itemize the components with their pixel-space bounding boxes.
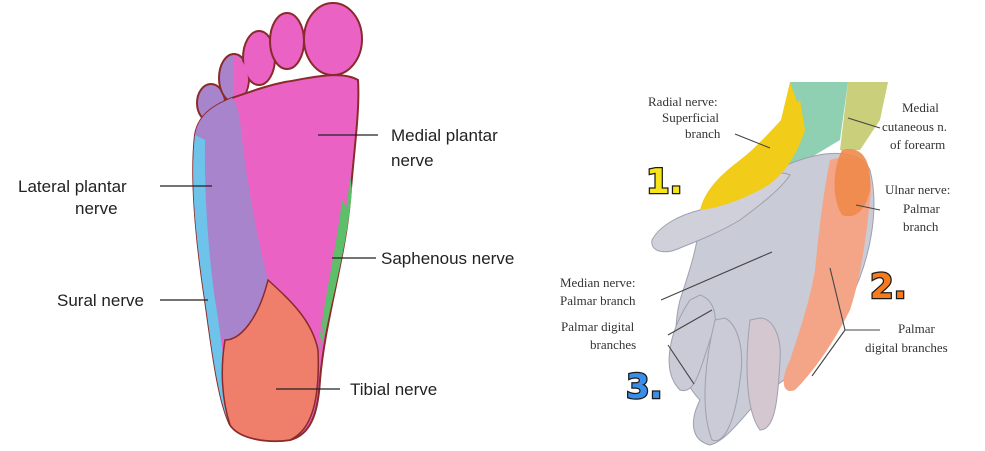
saphenous-label: Saphenous nerve [381,249,514,268]
lateral-plantar-label-2: nerve [75,199,118,218]
ulnar-palmar-region [834,149,871,217]
palmar-digital-right-leader-2 [829,267,846,331]
radial-label-3: branch [685,126,721,141]
ring-finger [746,317,781,431]
number-two: 2. [870,267,907,307]
medial-cutaneous-label-2: cutaneous n. [882,119,947,134]
middle-finger [704,317,743,442]
toe-4-medial-half [234,55,248,102]
palmar-digital-left-leader-2 [667,344,695,385]
ulnar-label-2: Palmar [903,201,940,216]
medial-plantar-label-2: nerve [391,151,434,170]
palmar-digital-left-leader-1 [667,309,713,336]
radial-leader [734,133,771,149]
forearm-medial-cutaneous [840,82,888,150]
ulnar-palmar-leader [855,204,881,211]
medial-plantar-label: Medial plantar [391,126,498,145]
radial-label-1: Radial nerve: [648,94,718,109]
saphenous-region [320,175,352,350]
ulnar-label-1: Ulnar nerve: [885,182,950,197]
number-three: 3. [626,367,663,407]
palmar-digital-right-label-2: digital branches [865,340,948,355]
foot-diagram: Medial plantar nerve Lateral plantar ner… [18,2,514,443]
median-label-1: Median nerve: [560,275,635,290]
big-toe [303,2,363,76]
toe-2 [269,12,305,70]
sural-region [193,135,236,425]
hand-diagram: Radial nerve: Superficial branch Medial … [560,82,950,446]
toe-4-lateral-half [220,55,234,102]
sural-label: Sural nerve [57,291,144,310]
median-label-2: Palmar branch [560,293,636,308]
number-one: 1. [646,162,683,202]
median-leader [660,251,773,301]
palmar-digital-right-leader-3 [811,329,846,377]
ulnar-label-3: branch [903,219,939,234]
tibial-region [221,278,320,442]
tibial-label: Tibial nerve [350,380,437,399]
lateral-plantar-label: Lateral plantar [18,177,127,196]
radial-superficial-region [700,100,805,210]
radial-label-2: Superficial [662,110,719,125]
palmar-digital-left-label-2: branches [590,337,636,352]
palmar-digital-left-label-1: Palmar digital [561,319,635,334]
saphenous-region-inner [318,200,348,350]
medial-cutaneous-leader [847,117,881,129]
palmar-digital-right-label-1: Palmar [898,321,935,336]
medial-cutaneous-label-3: of forearm [890,137,945,152]
medial-cutaneous-label-1: Medial [902,100,939,115]
